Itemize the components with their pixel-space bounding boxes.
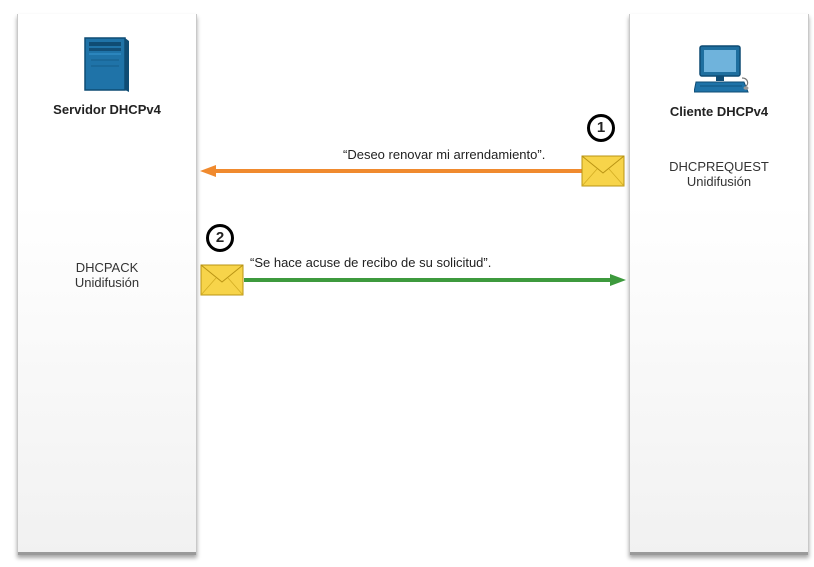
- server-delivery: Unidifusión: [74, 275, 140, 290]
- client-delivery: Unidifusión: [686, 174, 752, 189]
- server-title: Servidor DHCPv4: [53, 102, 161, 117]
- desktop-computer-icon: [694, 45, 749, 93]
- step-2-badge: 2: [206, 224, 234, 252]
- server-panel: Servidor DHCPv4 DHCPACK Unidifusión: [17, 14, 197, 555]
- envelope-icon: [200, 264, 244, 296]
- client-message-type: DHCPREQUEST: [669, 159, 769, 174]
- server-message-type: DHCPACK: [75, 260, 139, 275]
- client-title: Cliente DHCPv4: [669, 104, 769, 119]
- client-panel: Cliente DHCPv4 DHCPREQUEST Unidifusión: [629, 14, 809, 555]
- client-description: DHCPREQUEST Unidifusión: [630, 159, 808, 189]
- step-1-badge: 1: [587, 114, 615, 142]
- message-1-text: “Deseo renovar mi arrendamiento”.: [343, 147, 546, 162]
- envelope-icon: [581, 155, 625, 187]
- server-tower-icon: [84, 37, 129, 92]
- message-1-arrow: [200, 165, 584, 177]
- message-2-arrow: [244, 274, 626, 286]
- server-description: DHCPACK Unidifusión: [18, 260, 196, 290]
- message-2-text: “Se hace acuse de recibo de su solicitud…: [250, 255, 492, 270]
